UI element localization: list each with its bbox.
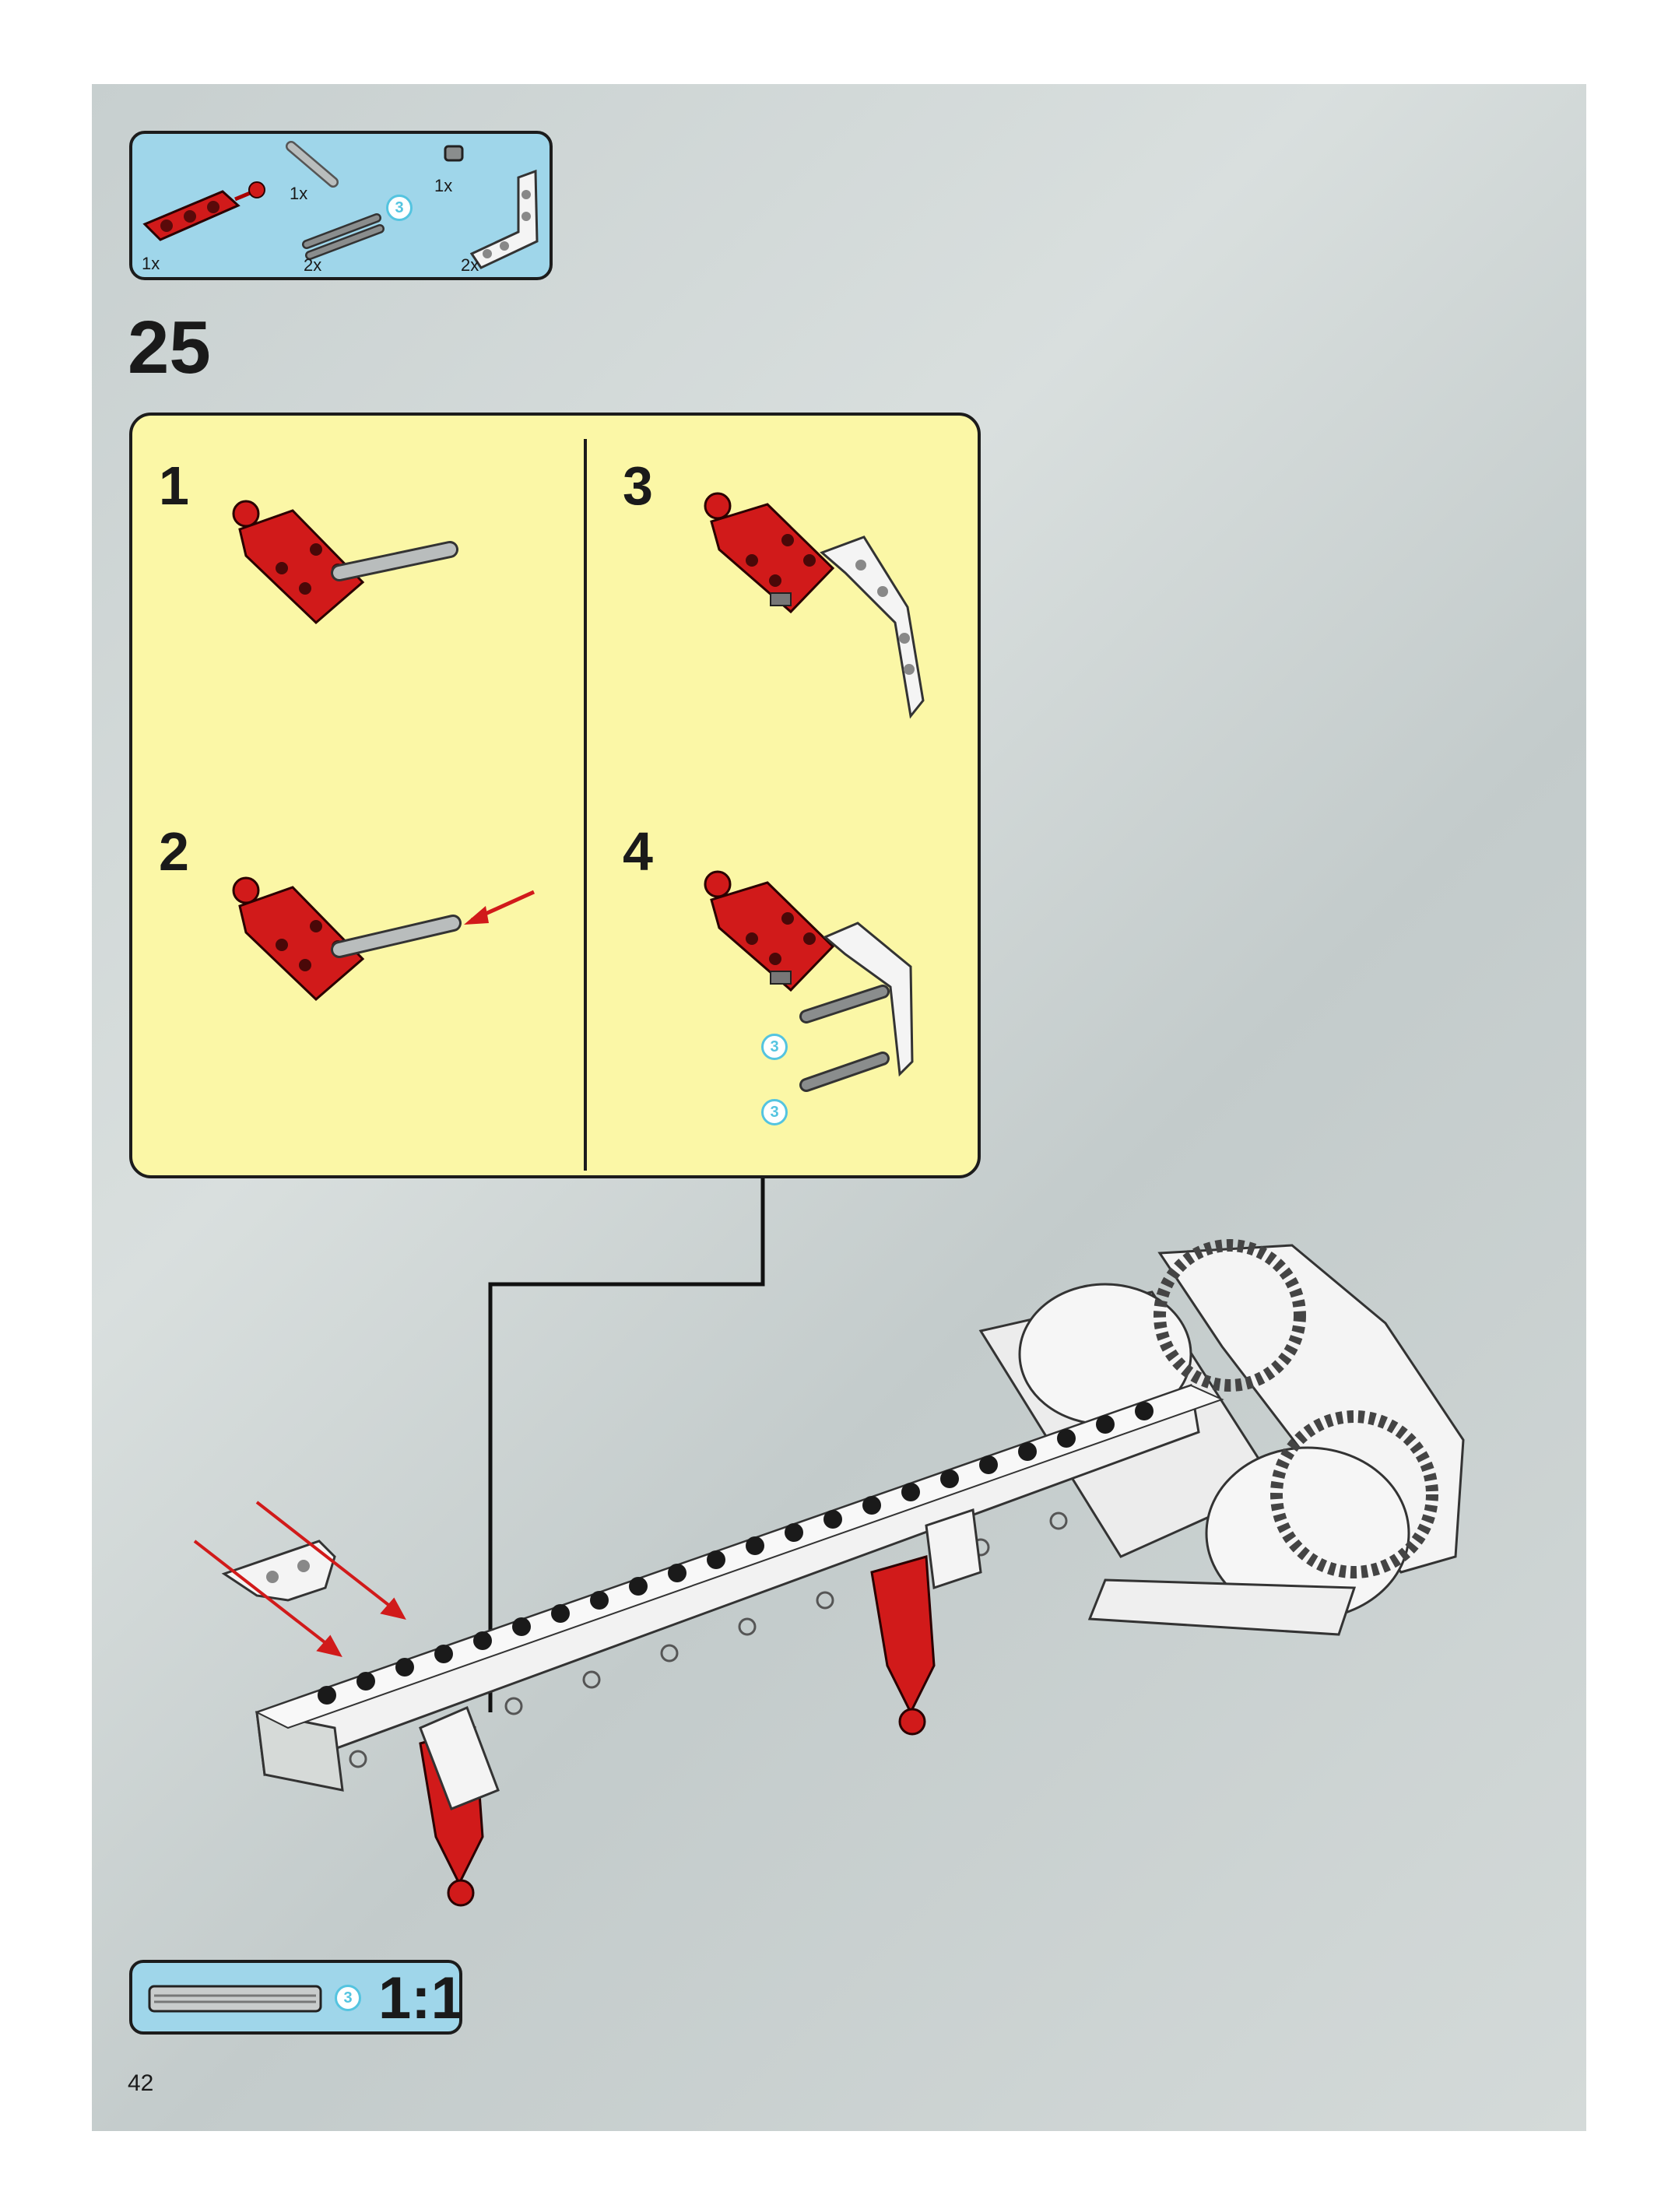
substep-number: 3 xyxy=(623,455,653,516)
substep-number: 2 xyxy=(159,821,189,882)
part-quantity: 1x xyxy=(142,254,160,273)
substep-4-callout: 3 xyxy=(761,1099,788,1125)
substep-2-illustration xyxy=(232,876,536,1002)
main-model-illustration xyxy=(193,1239,1465,1907)
dark-axle-part-icon xyxy=(302,213,385,260)
substep-1-illustration xyxy=(232,500,458,625)
page-number: 42 xyxy=(128,2070,154,2096)
parts-list-icons xyxy=(142,141,539,269)
red-connector-part-icon xyxy=(142,181,265,241)
scale-axle-icon xyxy=(148,1985,322,2013)
scale-callout: 3 xyxy=(335,1985,361,2011)
substep-3-illustration xyxy=(704,492,925,719)
substep-4-illustration xyxy=(704,870,914,1092)
scale-ratio-label: 1:1 xyxy=(378,1965,464,2031)
substep-number: 4 xyxy=(623,821,653,882)
part-count-callout: 3 xyxy=(386,195,413,221)
white-lbeam-part-icon xyxy=(469,169,539,269)
step-number: 25 xyxy=(128,306,211,389)
model-rear-red-leg xyxy=(870,1508,982,1736)
substep-4-callout: 3 xyxy=(761,1034,788,1060)
grey-axle-part-icon xyxy=(286,141,339,188)
model-insert-arrows xyxy=(193,1501,406,1657)
model-studs xyxy=(318,1402,1154,1705)
model-long-beam xyxy=(255,1383,1224,1792)
substep-divider xyxy=(584,439,587,1171)
part-quantity: 2x xyxy=(461,255,479,275)
part-quantity: 1x xyxy=(434,176,453,195)
small-bush-part-icon xyxy=(444,145,464,162)
substep-number: 1 xyxy=(159,455,189,516)
part-quantity: 1x xyxy=(290,184,308,203)
model-front-red-leg xyxy=(419,1705,500,1907)
part-quantity: 2x xyxy=(304,255,322,275)
substep-illustrations xyxy=(232,492,925,1092)
